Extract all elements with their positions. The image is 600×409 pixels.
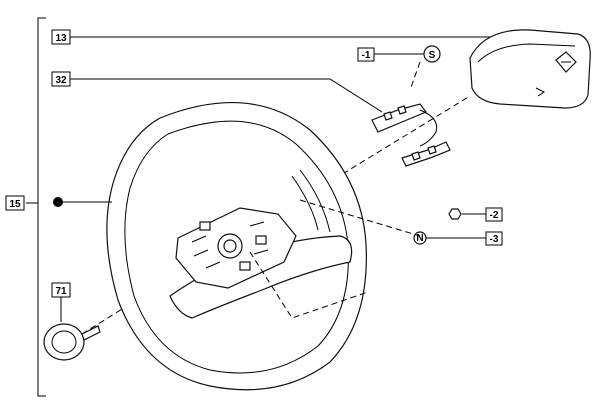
callout-32[interactable]: 32 [51,71,383,113]
group-bracket-15 [26,17,46,397]
callout-minus-2-label: -2 [490,210,499,221]
callout-15[interactable]: 15 [5,195,25,211]
callout-minus-1-label: -1 [362,50,371,61]
steering-hub [175,207,297,289]
callout-minus-3-label: -3 [490,234,499,245]
callout-32-label: 32 [55,75,67,86]
callout-minus-2[interactable]: -2 [462,207,503,222]
callout-71-label: 71 [55,286,67,297]
horn-contact-harness [371,61,451,167]
washer-n-icon: N [413,231,427,245]
callout-minus-1[interactable]: -1 [357,47,424,62]
brand-emblem-icon [555,51,577,73]
horn-pad-cover [469,29,591,109]
callout-13-label: 13 [55,33,67,44]
group-15-pointer [53,197,112,207]
callout-71[interactable]: 71 [51,282,71,322]
nut-icon [448,208,462,220]
callout-15-label: 15 [9,199,21,210]
s-marker-icon: S [423,45,441,63]
lower-guide-dashed [299,199,421,237]
trim-ring-71 [43,323,101,361]
svg-text:S: S [429,50,436,61]
callout-minus-3[interactable]: -3 [426,231,503,246]
callout-13[interactable]: 13 [51,29,515,45]
svg-text:N: N [416,233,423,244]
hub-guide-dashed [249,251,369,319]
